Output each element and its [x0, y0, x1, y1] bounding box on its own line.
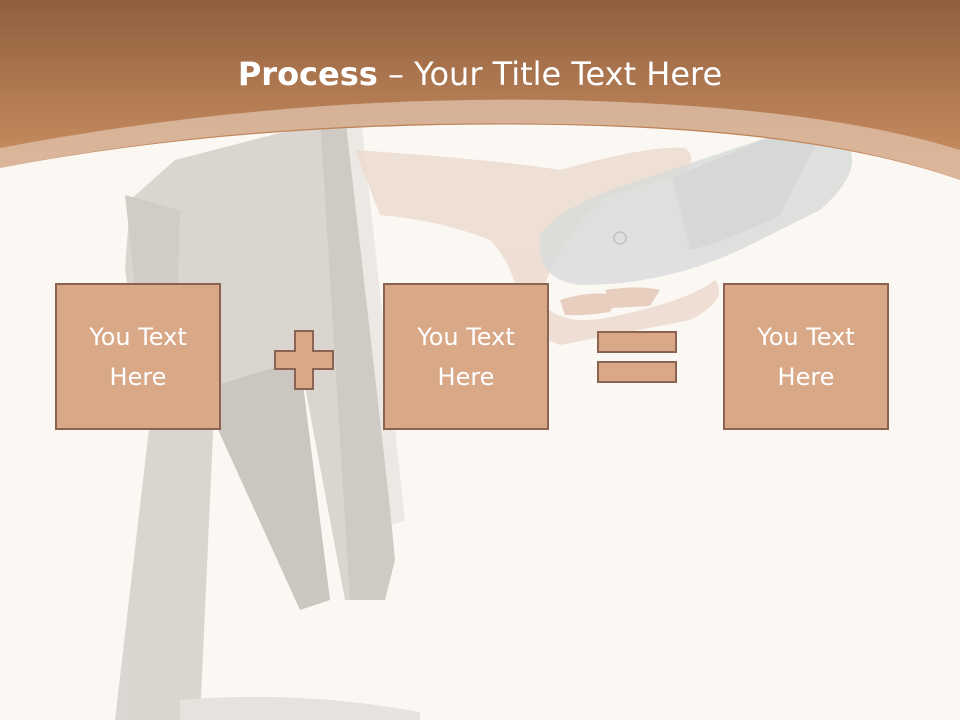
title-bold: Process	[237, 55, 378, 93]
process-box-1[interactable]: You Text Here	[55, 283, 221, 430]
hand-silhouette	[355, 147, 720, 345]
title-rest: – Your Title Text Here	[377, 55, 723, 93]
header-band	[0, 0, 960, 180]
process-box-2[interactable]: You Text Here	[383, 283, 549, 430]
handset-silhouette	[539, 132, 852, 285]
slide-title: Process – Your Title Text Here	[0, 52, 960, 96]
equals-icon	[597, 331, 677, 383]
process-box-3[interactable]: You Text Here	[723, 283, 889, 430]
plus-icon	[274, 330, 334, 390]
